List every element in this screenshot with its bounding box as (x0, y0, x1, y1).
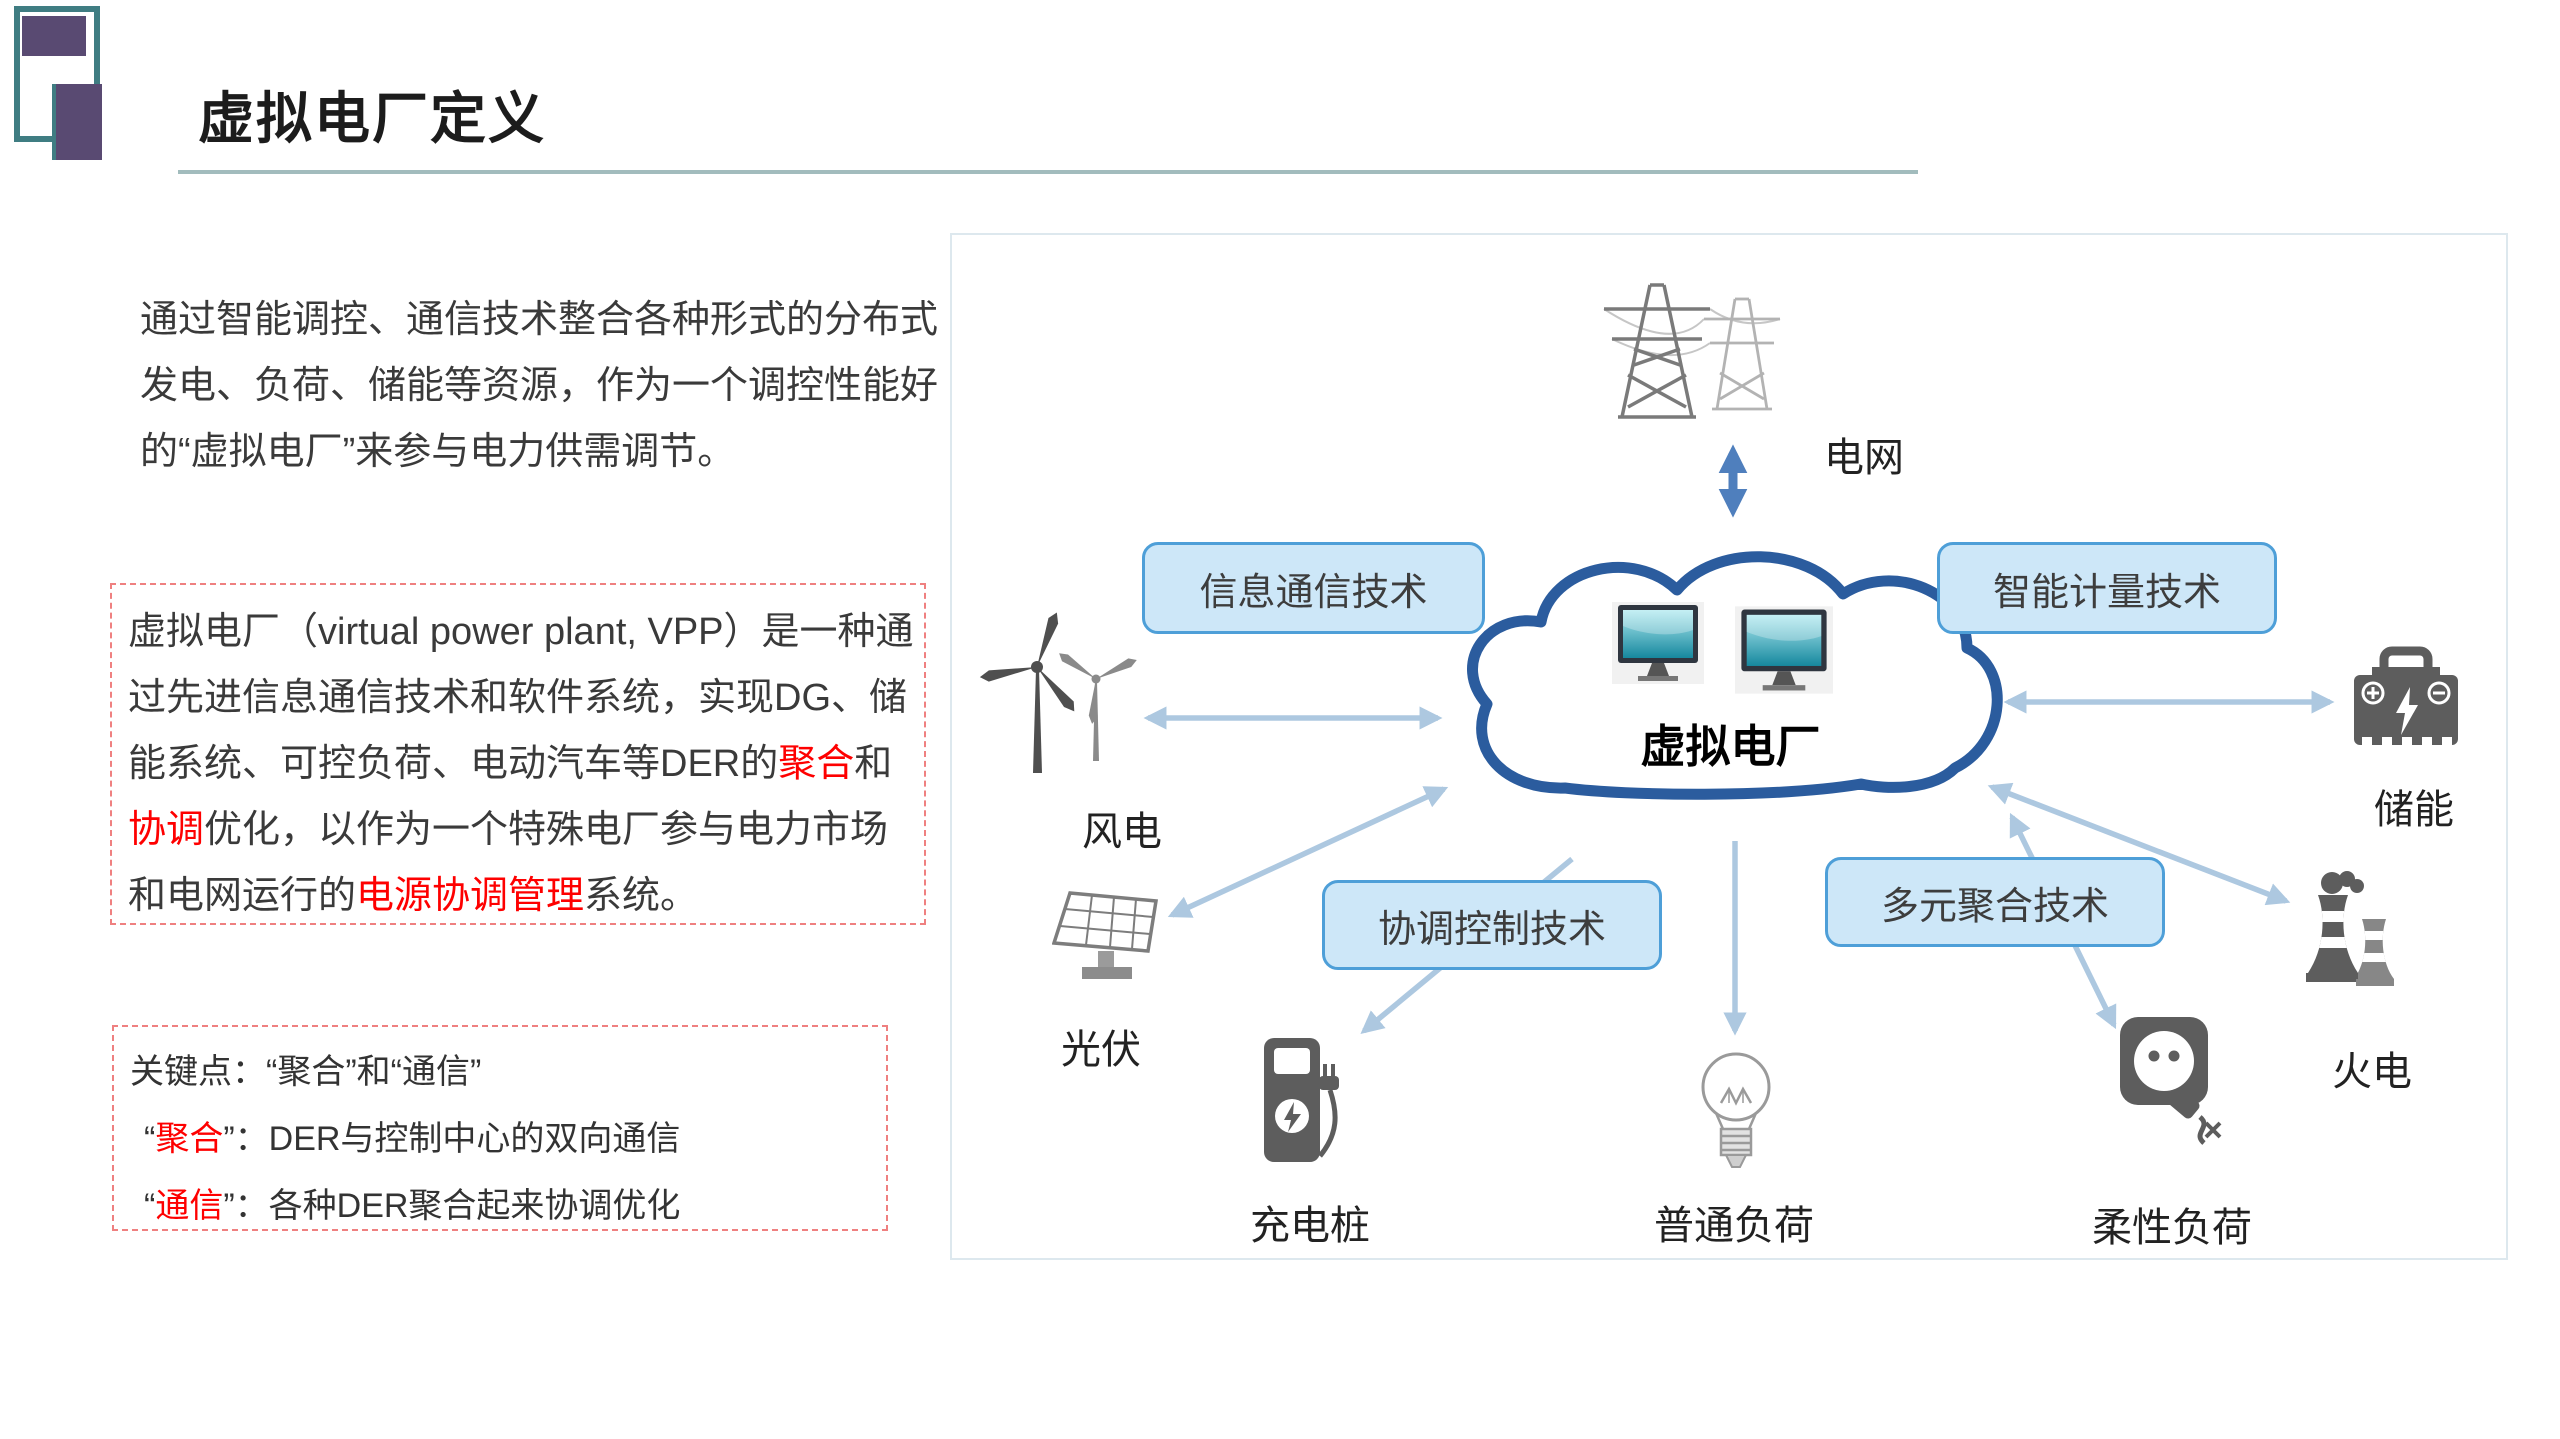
keypoint-2-text: ”：DER与控制中心的双向通信 (223, 1120, 681, 1158)
keypoint-line-3: “通信”：各种DER聚合起来协调优化 (130, 1173, 886, 1240)
node-label-wind: 风电 (1082, 810, 1162, 854)
logo-square-bottom-icon (52, 84, 102, 160)
node-label-load: 普通负荷 (1654, 1204, 1814, 1248)
thermal-plant-icon (2306, 871, 2394, 986)
node-label-grid: 电网 (1824, 436, 1904, 480)
definition-text-1: 虚拟电厂（virtual power plant, VPP）是一种通过先进信息通… (128, 611, 914, 785)
title-underline (178, 170, 1918, 174)
keypoint-line-1: 关键点：“聚合”和“通信” (130, 1053, 482, 1091)
definition-text-4: 系统。 (584, 875, 699, 917)
definition-red-management: 电源协调管理 (356, 875, 585, 917)
logo-square-top-icon (22, 16, 86, 56)
node-label-flexible: 柔性负荷 (2092, 1206, 2252, 1250)
connection-arrows (1143, 444, 2335, 1036)
cloud-icon (1467, 551, 2003, 800)
keypoint-2-quote: “ (144, 1120, 156, 1158)
diagram-panel: 信息通信技术 智能计量技术 协调控制技术 多元聚合技术 (950, 233, 2508, 1260)
definition-red-coordination: 协调 (128, 809, 205, 851)
storage-battery-icon (2354, 646, 2458, 745)
transmission-tower-icon (1603, 283, 1781, 419)
light-bulb-icon (1701, 1052, 1771, 1168)
tech-box-aggregation: 多元聚合技术 (1825, 857, 2165, 947)
solar-panel-icon (1052, 891, 1159, 979)
keypoint-line-2: “聚合”：DER与控制中心的双向通信 (130, 1106, 886, 1173)
definition-box: 虚拟电厂（virtual power plant, VPP）是一种通过先进信息通… (110, 583, 926, 925)
keypoint-3-red: 通信 (155, 1187, 224, 1225)
ev-charger-icon (1264, 1038, 1339, 1162)
node-label-charger: 充电桩 (1250, 1204, 1370, 1248)
vpp-cloud: 虚拟电厂 (1447, 538, 2014, 810)
arrow-solar-cloud (1167, 786, 1449, 918)
keypoints-box: 关键点：“聚合”和“通信” “聚合”：DER与控制中心的双向通信 “通信”：各种… (112, 1025, 888, 1231)
keypoint-3-quote: “ (144, 1187, 156, 1225)
node-label-thermal: 火电 (2332, 1050, 2412, 1094)
tech-box-metering: 智能计量技术 (1937, 542, 2277, 634)
definition-text-3: 优化，以作为一个特殊电厂参与电力市场和电网运行的 (128, 809, 889, 917)
wind-turbine-icon (979, 612, 1137, 773)
arrow-cloud-thermal (1987, 782, 2291, 906)
monitor-icon (1735, 606, 1833, 694)
tech-box-control: 协调控制技术 (1322, 880, 1662, 970)
plug-socket-icon (2120, 1017, 2222, 1145)
intro-paragraph: 通过智能调控、通信技术整合各种形式的分布式发电、负荷、储能等资源，作为一个调控性… (140, 299, 939, 473)
keypoint-2-red: 聚合 (155, 1120, 224, 1158)
node-label-storage: 储能 (2374, 788, 2454, 832)
definition-text-2: 和 (854, 743, 893, 785)
keypoint-3-text: ”：各种DER聚合起来协调优化 (223, 1187, 681, 1225)
node-label-solar: 光伏 (1061, 1028, 1141, 1072)
definition-red-aggregation: 聚合 (778, 743, 855, 785)
page-title: 虚拟电厂定义 (198, 87, 546, 150)
monitor-icon (1612, 602, 1704, 684)
cloud-label: 虚拟电厂 (1640, 721, 1821, 772)
tech-box-ict: 信息通信技术 (1142, 542, 1485, 634)
